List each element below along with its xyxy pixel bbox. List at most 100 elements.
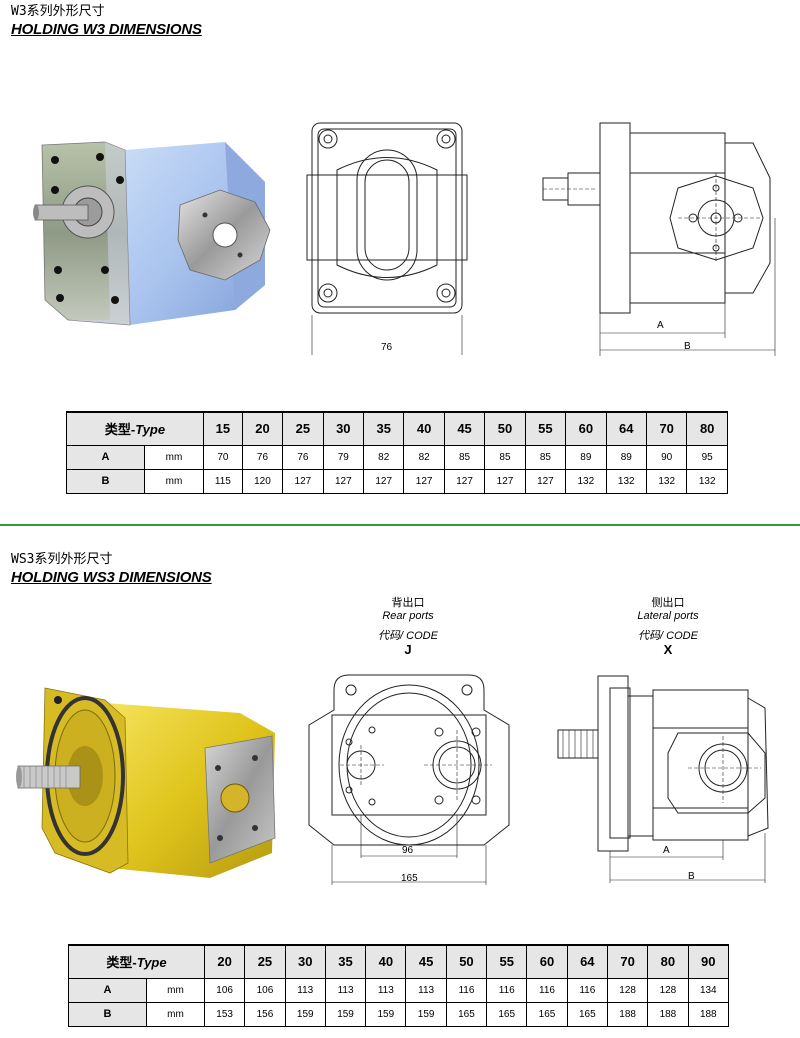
ws3-value-cell: 165 — [566, 1001, 608, 1027]
ws3-heading: WS3系列外形尺寸 HOLDING WS3 DIMENSIONS — [11, 552, 212, 587]
ws3-value-cell: 165 — [445, 1001, 488, 1027]
w3-type-cell: 55 — [524, 411, 567, 446]
ws3-value-cell: 159 — [405, 1001, 447, 1027]
w3-value-cell: 79 — [322, 444, 365, 470]
w3-type-cell: 50 — [484, 411, 526, 446]
w3-row-label: B — [66, 468, 145, 494]
ws3-value-cell: 113 — [284, 977, 326, 1003]
w3-value-cell: 127 — [322, 468, 365, 494]
lateral-ports-letter: X — [663, 642, 673, 657]
w3-value-cell: 82 — [363, 444, 405, 470]
w3-front-view-drawing — [302, 115, 472, 360]
w3-value-cell: 82 — [403, 444, 445, 470]
w3-table-header-row: 类型-Type 15 20 25 30 35 40 45 50 55 60 64… — [66, 411, 728, 446]
w3-type-cell: 30 — [322, 411, 365, 446]
w3-value-cell: 76 — [282, 444, 324, 470]
w3-value-cell: 120 — [241, 468, 284, 494]
ws3-lateral-view-drawing — [553, 668, 775, 890]
w3-value-cell: 76 — [241, 444, 284, 470]
w3-value-cell: 115 — [203, 468, 243, 494]
w3-value-cell: 95 — [686, 444, 728, 470]
w3-row-unit: mm — [144, 444, 204, 470]
w3-type-cell: 25 — [282, 411, 324, 446]
ws3-title-cn: WS3系列外形尺寸 — [11, 552, 113, 567]
w3-side-view-drawing — [538, 118, 780, 358]
section-divider — [0, 524, 800, 526]
ws3-value-cell: 156 — [244, 1001, 286, 1027]
ws3-type-cell: 25 — [244, 944, 286, 979]
ws3-type-cell: 70 — [606, 944, 649, 979]
w3-title-en: HOLDING W3 DIMENSIONS — [11, 21, 202, 38]
w3-heading: W3系列外形尺寸 HOLDING W3 DIMENSIONS — [11, 4, 202, 39]
w3-value-cell: 127 — [363, 468, 405, 494]
ws3-title-en: HOLDING WS3 DIMENSIONS — [11, 569, 212, 586]
ws3-value-cell: 153 — [203, 1001, 246, 1027]
w3-value-cell: 70 — [203, 444, 243, 470]
ws3-value-cell: 116 — [526, 977, 568, 1003]
ws3-value-cell: 116 — [445, 977, 488, 1003]
w3-type-header: 类型-Type — [66, 411, 204, 446]
w3-type-cell: 20 — [241, 411, 284, 446]
rear-ports-label: 背出口 Rear ports 代码/ CODE J — [358, 597, 458, 656]
ws3-value-cell: 159 — [284, 1001, 326, 1027]
w3-type-cell: 64 — [605, 411, 647, 446]
ws3-type-cell: 80 — [647, 944, 689, 979]
ws3-dimension-table: 类型-Type 20 25 30 35 40 45 50 55 60 64 70… — [68, 944, 730, 1027]
w3-value-cell: 89 — [605, 444, 647, 470]
ws3-value-cell: 113 — [365, 977, 407, 1003]
ws3-type-cell: 35 — [324, 944, 367, 979]
ws3-table-row-b: B mm 153 156 159 159 159 159 165 165 165… — [68, 1001, 730, 1027]
w3-value-cell: 85 — [484, 444, 526, 470]
ws3-value-cell: 106 — [203, 977, 246, 1003]
ws3-dim-b: B — [688, 871, 695, 882]
w3-value-cell: 132 — [645, 468, 688, 494]
w3-type-cell: 15 — [203, 411, 243, 446]
w3-type-cell: 70 — [645, 411, 688, 446]
ws3-type-cell: 45 — [405, 944, 447, 979]
lateral-ports-code: 代码/ CODE — [638, 630, 698, 642]
w3-value-cell: 85 — [524, 444, 567, 470]
rear-ports-letter: J — [404, 642, 412, 657]
ws3-row-unit: mm — [146, 977, 205, 1003]
w3-value-cell: 90 — [645, 444, 688, 470]
ws3-value-cell: 116 — [486, 977, 528, 1003]
ws3-dim-96: 96 — [402, 845, 414, 856]
ws3-row-label: B — [68, 1001, 147, 1027]
ws3-type-cell: 50 — [445, 944, 488, 979]
w3-dim-b: B — [684, 341, 691, 352]
ws3-value-cell: 188 — [606, 1001, 649, 1027]
w3-value-cell: 127 — [403, 468, 445, 494]
ws3-value-cell: 113 — [324, 977, 367, 1003]
ws3-row-unit: mm — [146, 1001, 205, 1027]
w3-dim-76: 76 — [381, 342, 393, 353]
w3-type-cell: 80 — [686, 411, 728, 446]
w3-value-cell: 132 — [686, 468, 728, 494]
ws3-value-cell: 165 — [486, 1001, 528, 1027]
ws3-type-cell: 64 — [566, 944, 608, 979]
w3-type-cell: 40 — [403, 411, 445, 446]
rear-ports-en: Rear ports — [382, 610, 434, 622]
ws3-dim-a: A — [663, 845, 670, 856]
ws3-value-cell: 188 — [647, 1001, 689, 1027]
ws3-value-cell: 159 — [365, 1001, 407, 1027]
ws3-type-cell: 90 — [687, 944, 730, 979]
ws3-type-cell: 40 — [365, 944, 407, 979]
w3-value-cell: 127 — [443, 468, 486, 494]
w3-type-cell: 60 — [565, 411, 607, 446]
w3-type-cell: 35 — [363, 411, 405, 446]
w3-value-cell: 132 — [605, 468, 647, 494]
w3-value-cell: 127 — [484, 468, 526, 494]
ws3-value-cell: 128 — [647, 977, 689, 1003]
lateral-ports-label: 侧出口 Lateral ports 代码/ CODE X — [618, 597, 718, 656]
ws3-type-cell: 30 — [284, 944, 326, 979]
ws3-value-cell: 128 — [606, 977, 649, 1003]
w3-row-label: A — [66, 444, 145, 470]
ws3-value-cell: 106 — [244, 977, 286, 1003]
w3-value-cell: 85 — [443, 444, 486, 470]
ws3-value-cell: 188 — [687, 1001, 730, 1027]
ws3-value-cell: 113 — [405, 977, 447, 1003]
w3-row-unit: mm — [144, 468, 204, 494]
w3-type-cell: 45 — [443, 411, 486, 446]
lateral-ports-cn: 侧出口 — [651, 597, 685, 609]
ws3-value-cell: 165 — [526, 1001, 568, 1027]
